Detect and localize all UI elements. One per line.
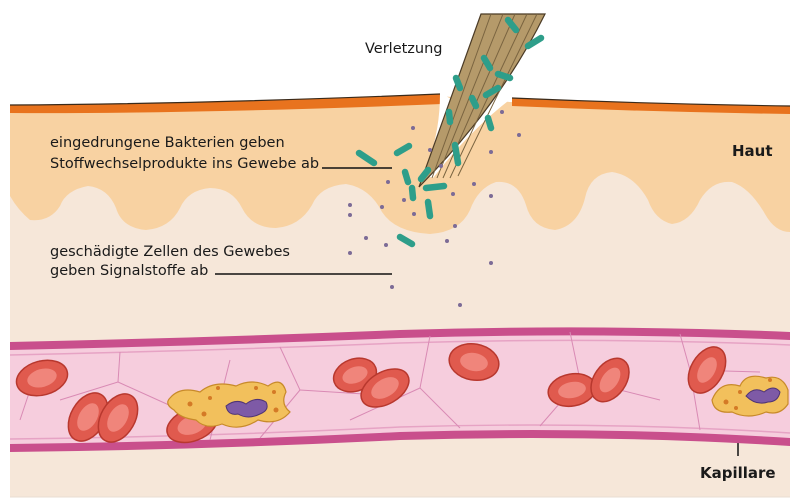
capillary-label: Kapillare bbox=[700, 464, 776, 482]
bacteria-label-line1: eingedrungene Bakterien geben bbox=[50, 135, 285, 151]
skin-label: Haut bbox=[732, 142, 773, 160]
cells-label-line1: geschädigte Zellen des Gewebes bbox=[50, 244, 290, 260]
leukocyte-icon bbox=[167, 375, 789, 428]
skin-surface bbox=[512, 98, 790, 114]
skin-surface bbox=[10, 94, 442, 114]
signal-dots bbox=[348, 110, 521, 307]
epidermis-layer bbox=[10, 96, 790, 234]
bacterium-icon bbox=[355, 16, 545, 248]
bacteria-label-line2: Stoffwechselprodukte ins Gewebe ab bbox=[50, 156, 320, 172]
cells-label-line2: geben Signalstoffe ab bbox=[50, 263, 209, 279]
injury-label: Verletzung bbox=[365, 41, 443, 57]
